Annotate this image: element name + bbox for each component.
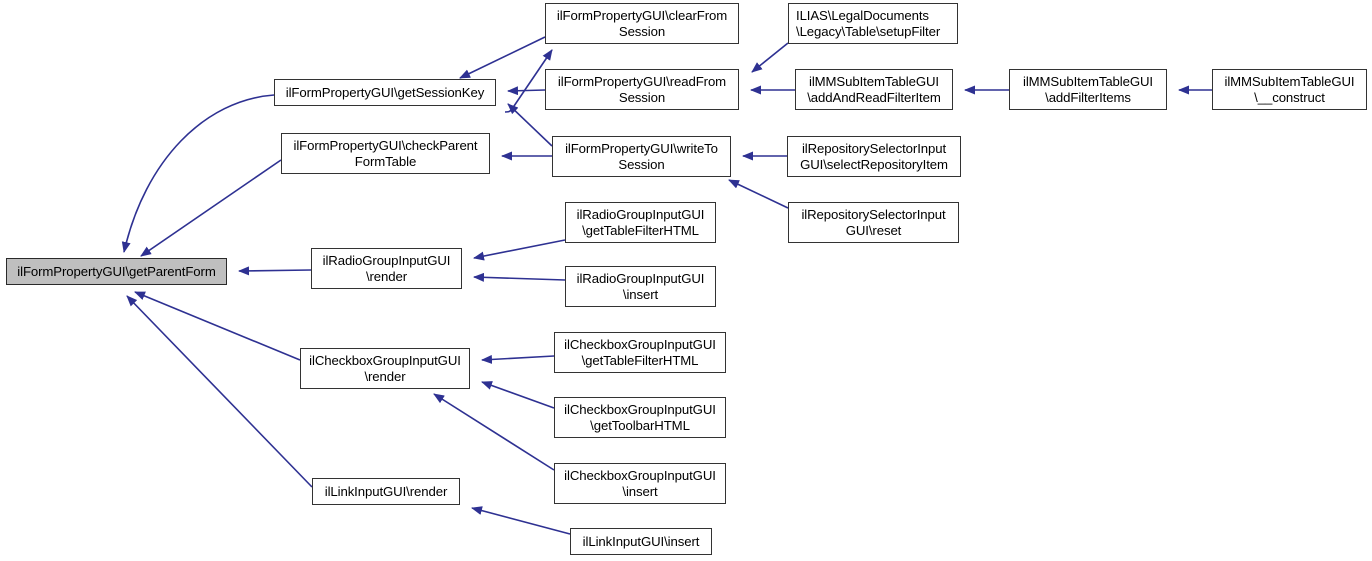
node-readFromSession[interactable]: ilFormPropertyGUI\readFrom Session — [545, 69, 739, 110]
node-label: ilRepositorySelectorInput GUI\selectRepo… — [800, 141, 948, 172]
node-repoReset[interactable]: ilRepositorySelectorInput GUI\reset — [788, 202, 959, 243]
node-radioGetTableFilterHTML[interactable]: ilRadioGroupInputGUI \getTableFilterHTML — [565, 202, 716, 243]
node-setupFilter[interactable]: ILIAS\LegalDocuments \Legacy\Table\setup… — [788, 3, 958, 44]
edge-radiogettablefilterhtml-radiorender — [473, 239, 566, 261]
node-label: ilFormPropertyGUI\clearFrom Session — [556, 8, 728, 39]
edge-writetosession-getsessionkey — [507, 103, 553, 147]
node-linkRender[interactable]: ilLinkInputGUI\render — [312, 478, 460, 505]
node-getParentForm[interactable]: ilFormPropertyGUI\getParentForm — [6, 258, 227, 285]
edge-checkboxgettablefilterhtml-checkboxrender — [481, 354, 555, 364]
node-radioInsert[interactable]: ilRadioGroupInputGUI \insert — [565, 266, 716, 307]
node-radioRender[interactable]: ilRadioGroupInputGUI \render — [311, 248, 462, 289]
node-label: ilCheckboxGroupInputGUI \getToolbarHTML — [564, 402, 716, 433]
edge-reporeset-writetosession — [728, 179, 789, 209]
edge-linkrender-getparentform — [126, 295, 313, 488]
node-checkboxGetTableFilterHTML[interactable]: ilCheckboxGroupInputGUI \getTableFilterH… — [554, 332, 726, 373]
node-clearFromSession[interactable]: ilFormPropertyGUI\clearFrom Session — [545, 3, 739, 44]
edge-checkboxinsert-checkboxrender — [433, 393, 555, 471]
node-label: ilMMSubItemTableGUI \__construct — [1224, 74, 1355, 105]
node-label: ilCheckboxGroupInputGUI \render — [309, 353, 461, 384]
edge-checkparentformtable-getparentform — [140, 159, 282, 257]
node-checkboxInsert[interactable]: ilCheckboxGroupInputGUI \insert — [554, 463, 726, 504]
node-construct[interactable]: ilMMSubItemTableGUI \__construct — [1212, 69, 1367, 110]
node-label: ilMMSubItemTableGUI \addFilterItems — [1022, 74, 1153, 105]
node-checkboxRender[interactable]: ilCheckboxGroupInputGUI \render — [300, 348, 470, 389]
node-label: ilCheckboxGroupInputGUI \getTableFilterH… — [564, 337, 716, 368]
node-label: ilRepositorySelectorInput GUI\reset — [801, 207, 946, 238]
edge-radiorender-getparentform — [238, 266, 312, 276]
node-checkParentFormTable[interactable]: ilFormPropertyGUI\checkParent FormTable — [281, 133, 490, 174]
edge-checkboxrender-getparentform — [134, 291, 301, 361]
node-addAndReadFilterItem[interactable]: ilMMSubItemTableGUI \addAndReadFilterIte… — [795, 69, 953, 110]
node-label: ilRadioGroupInputGUI \insert — [576, 271, 705, 302]
edge-linkinsert-linkrender — [471, 506, 571, 535]
node-label: ilCheckboxGroupInputGUI \insert — [564, 468, 716, 499]
node-label: ilRadioGroupInputGUI \getTableFilterHTML — [576, 207, 705, 238]
node-writeToSession[interactable]: ilFormPropertyGUI\writeTo Session — [552, 136, 731, 177]
node-label: ilFormPropertyGUI\getParentForm — [17, 263, 216, 279]
node-label: ILIAS\LegalDocuments \Legacy\Table\setup… — [796, 8, 941, 39]
node-label: ilFormPropertyGUI\readFrom Session — [557, 74, 727, 105]
node-label: ilRadioGroupInputGUI \render — [322, 253, 451, 284]
node-checkboxGetToolbarHTML[interactable]: ilCheckboxGroupInputGUI \getToolbarHTML — [554, 397, 726, 438]
node-label: ilFormPropertyGUI\getSessionKey — [285, 84, 485, 100]
edge-setupfilter-readfromsession — [751, 42, 789, 73]
node-selectRepositoryItem[interactable]: ilRepositorySelectorInput GUI\selectRepo… — [787, 136, 961, 177]
edge-checkboxgettoolbarhtml-checkboxrender — [481, 381, 555, 409]
node-label: ilFormPropertyGUI\checkParent FormTable — [293, 138, 478, 169]
node-label: ilLinkInputGUI\render — [324, 483, 448, 499]
edge-radioinsert-radiorender — [473, 272, 566, 282]
node-label: ilLinkInputGUI\insert — [582, 533, 700, 549]
edge-readfromsession-getsessionkey — [507, 86, 546, 96]
node-label: ilFormPropertyGUI\writeTo Session — [565, 141, 718, 172]
node-addFilterItems[interactable]: ilMMSubItemTableGUI \addFilterItems — [1009, 69, 1167, 110]
edge-clearfromsession-getsessionkey — [459, 36, 546, 79]
edge-getsessionkey-getparentform — [121, 94, 275, 253]
node-getSessionKey[interactable]: ilFormPropertyGUI\getSessionKey — [274, 79, 496, 106]
node-linkInsert[interactable]: ilLinkInputGUI\insert — [570, 528, 712, 555]
node-label: ilMMSubItemTableGUI \addAndReadFilterIte… — [807, 74, 941, 105]
